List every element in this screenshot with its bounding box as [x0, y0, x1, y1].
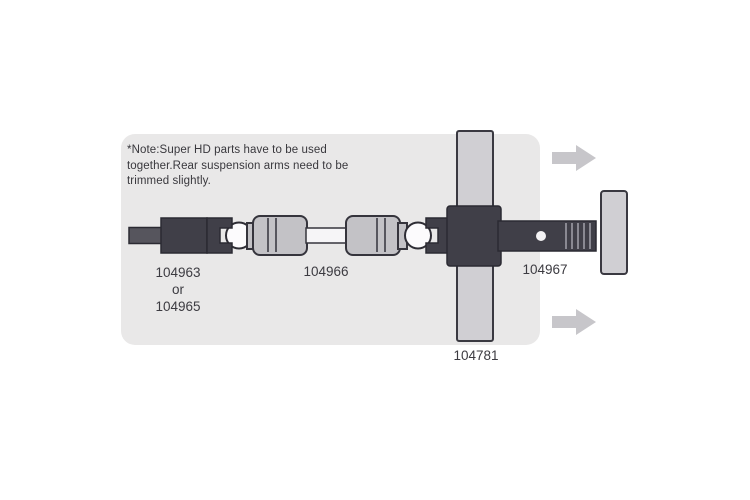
cup-part-number-2: 104965: [155, 299, 201, 314]
ball-joint-right: [404, 221, 432, 250]
axle-cup: [425, 217, 449, 254]
dogbone-shaft: [305, 227, 349, 244]
note-text: *Note:Super HD parts have to be used tog…: [127, 144, 349, 187]
axle-hole: [536, 231, 546, 241]
arrow-right-icon-bottom: [552, 309, 596, 335]
cup-part-number-1: 104963: [155, 265, 201, 280]
drive-cup-part: [128, 217, 253, 254]
wheel-hub-bar: [600, 190, 628, 275]
coupler-left: [246, 215, 308, 256]
axle-part: [446, 205, 597, 267]
arrow-right-icon-top: [552, 145, 596, 171]
arm-part-number: 104781: [453, 348, 499, 363]
axle-part-number: 104967: [522, 262, 568, 277]
coupler-part-number: 104966: [303, 264, 349, 279]
cup-part-number-or: or: [171, 282, 184, 297]
axle-threads: [565, 223, 591, 249]
coupler-right: [345, 215, 408, 256]
